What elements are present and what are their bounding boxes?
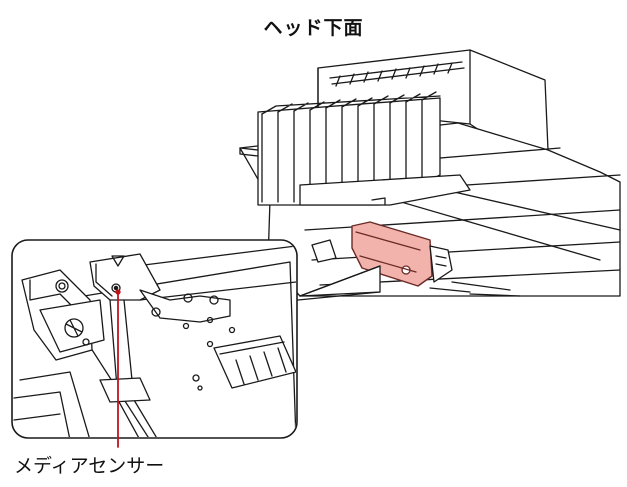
rail-teeth xyxy=(335,62,453,87)
printer-body xyxy=(239,49,621,297)
figure-title: ヘッド下面 xyxy=(263,17,364,39)
vent-grille xyxy=(213,335,296,389)
triangle-down-icon xyxy=(111,255,125,267)
media-sensor-label: メディアセンサー xyxy=(14,455,165,477)
ink-cartridges xyxy=(261,91,441,203)
zoom-inset xyxy=(11,239,298,439)
